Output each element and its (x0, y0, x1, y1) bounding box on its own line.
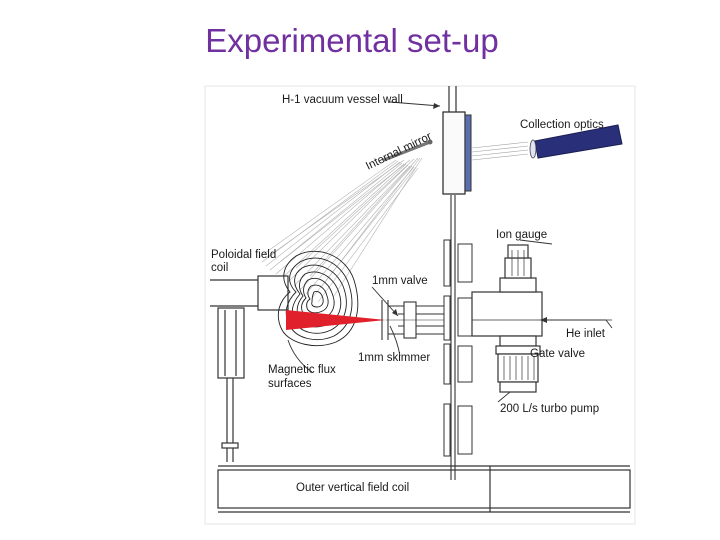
label-skimmer: 1mm skimmer (358, 352, 430, 364)
valve-skimmer-assembly (381, 300, 444, 340)
label-outer-coil: Outer vertical field coil (296, 482, 409, 494)
flux-surfaces (277, 250, 359, 347)
light-fan (257, 157, 423, 303)
label-internal-mirror: Internal mirror (364, 130, 434, 172)
label-poloidal-coil-1: Poloidal field (211, 249, 276, 261)
label-valve: 1mm valve (372, 275, 428, 287)
slide-title: Experimental set-up (0, 22, 720, 60)
label-flux-1: Magnetic flux (268, 364, 336, 376)
label-poloidal-coil-2: coil (211, 262, 228, 274)
outer-vertical-field-coil (217, 465, 631, 513)
gas-chamber (471, 244, 612, 393)
label-he-inlet: He inlet (566, 328, 606, 340)
collection-beam (471, 141, 529, 161)
internal-mirror (382, 139, 433, 162)
label-ion-gauge: Ion gauge (496, 229, 547, 241)
label-collection-optics: Collection optics (520, 119, 604, 131)
figure-frame (204, 85, 636, 525)
label-flux-2: surfaces (268, 378, 312, 390)
label-gate-valve: Gate valve (530, 348, 585, 360)
slide-title-text: Experimental set-up (205, 22, 499, 59)
collection-optics (529, 124, 623, 159)
label-vessel-wall: H-1 vacuum vessel wall (282, 94, 403, 106)
leader-lines (287, 101, 613, 403)
vessel-wall (442, 86, 473, 480)
poloidal-field-coil (210, 275, 289, 462)
atomic-beam (286, 310, 386, 330)
label-turbo-pump: 200 L/s turbo pump (500, 403, 599, 415)
